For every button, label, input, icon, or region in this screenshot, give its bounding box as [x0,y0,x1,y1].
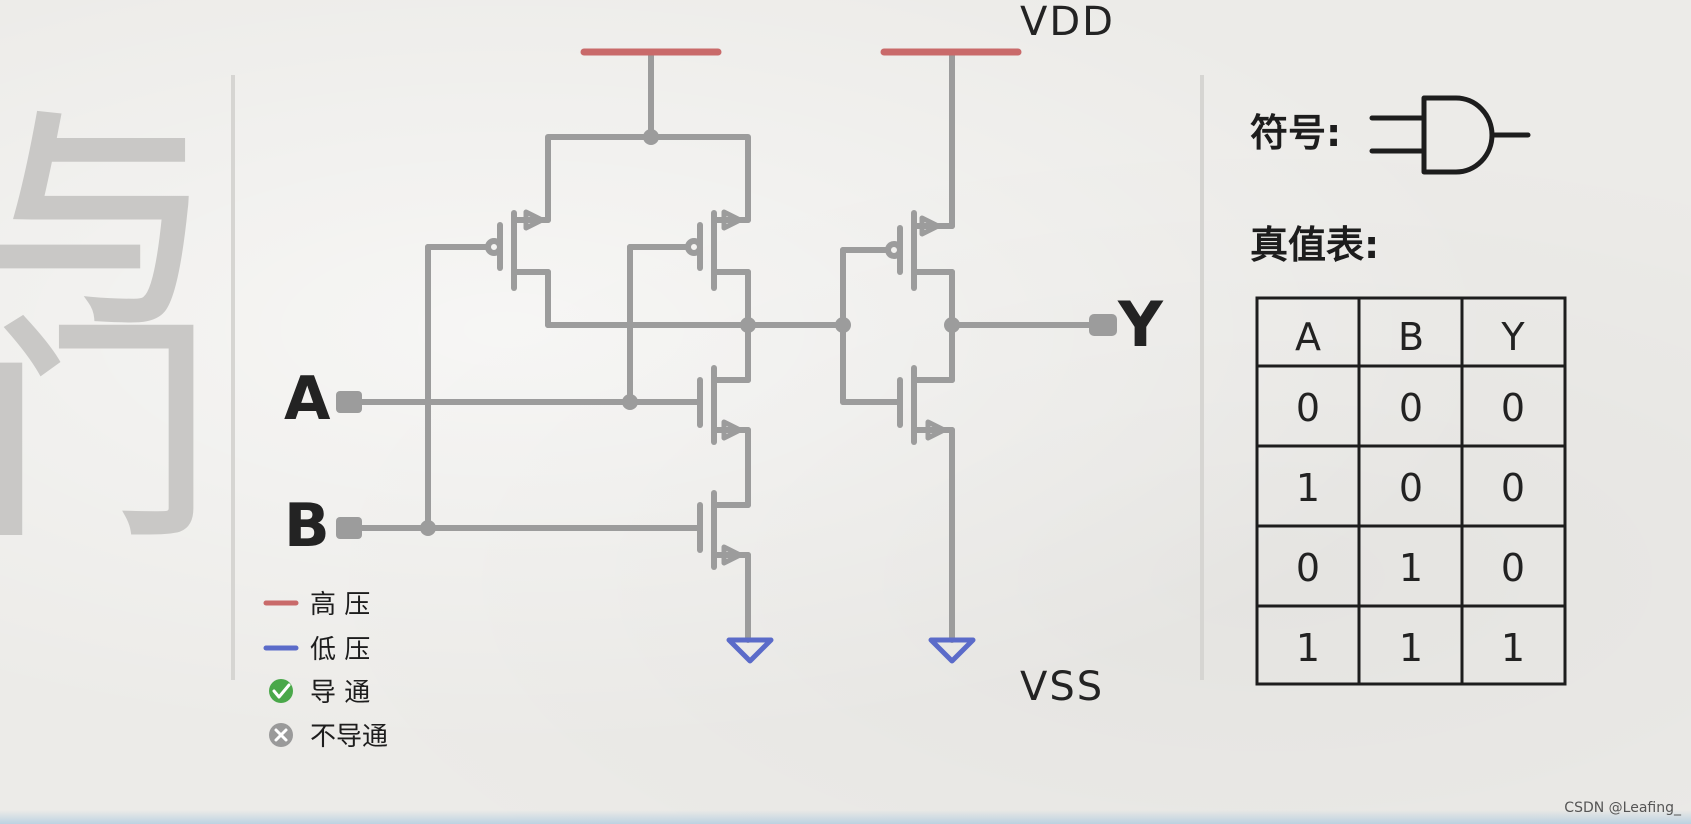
junction-dot [944,317,960,333]
pin-b [336,517,362,539]
nmos-transistor-a [697,322,751,508]
output-y-label: Y [1117,288,1164,361]
watermark: CSDN @Leafing_ [1564,800,1681,816]
check-icon [269,679,293,703]
legend: 高 压 低 压 导 通 不导通 [263,590,388,752]
nmos-transistor-b [697,490,751,643]
vss-ground-1 [726,637,774,664]
tt-cell: 0 [1296,386,1320,430]
legend-low-label: 低 压 [310,635,370,665]
tt-cell: 0 [1501,546,1525,590]
tt-cell: 0 [1501,466,1525,510]
input-b-label: B [284,491,330,561]
junction-dot [835,317,851,333]
vss-label: VSS [1020,664,1104,710]
pmos-top-bus [545,134,751,223]
legend-off-label: 不导通 [310,722,388,752]
title-char-yu: 与 [0,91,211,358]
truth-table-label: 真值表: [1250,223,1379,267]
vss-ground-2 [928,637,976,664]
title-char-men: 门 [0,301,211,568]
pmos-transistor-b [425,210,551,328]
legend-on-label: 导 通 [310,678,370,708]
cross-icon [269,723,293,747]
left-divider [231,75,235,680]
tt-cell: 0 [1399,386,1423,430]
and-gate-symbol-icon [1369,95,1531,175]
tt-header-y: Y [1500,315,1525,359]
junction-dot [643,129,659,145]
tt-cell: 0 [1501,386,1525,430]
tt-cell: 1 [1399,546,1423,590]
tt-cell: 1 [1399,626,1423,670]
tt-cell: 1 [1296,466,1320,510]
junction-dot [622,394,638,410]
input-a-label: A [284,364,331,434]
tt-cell: 1 [1501,626,1525,670]
tt-cell: 0 [1399,466,1423,510]
tt-header-b: B [1398,315,1424,359]
pin-y [1089,314,1117,336]
junction-dot [420,520,436,536]
tt-cell: 1 [1296,626,1320,670]
vdd-label: VDD [1020,0,1115,45]
legend-high-label: 高 压 [310,590,370,620]
right-divider [1200,75,1204,680]
tt-header-a: A [1295,315,1321,359]
symbol-label: 符号: [1250,111,1341,155]
pin-a [336,391,362,413]
truth-table: A B Y 0 0 0 1 0 0 0 1 0 1 1 1 [1255,296,1567,686]
junction-dot [740,317,756,333]
pmos-transistor-a [627,210,751,328]
bottom-edge-decoration [0,810,1691,824]
tt-cell: 0 [1296,546,1320,590]
